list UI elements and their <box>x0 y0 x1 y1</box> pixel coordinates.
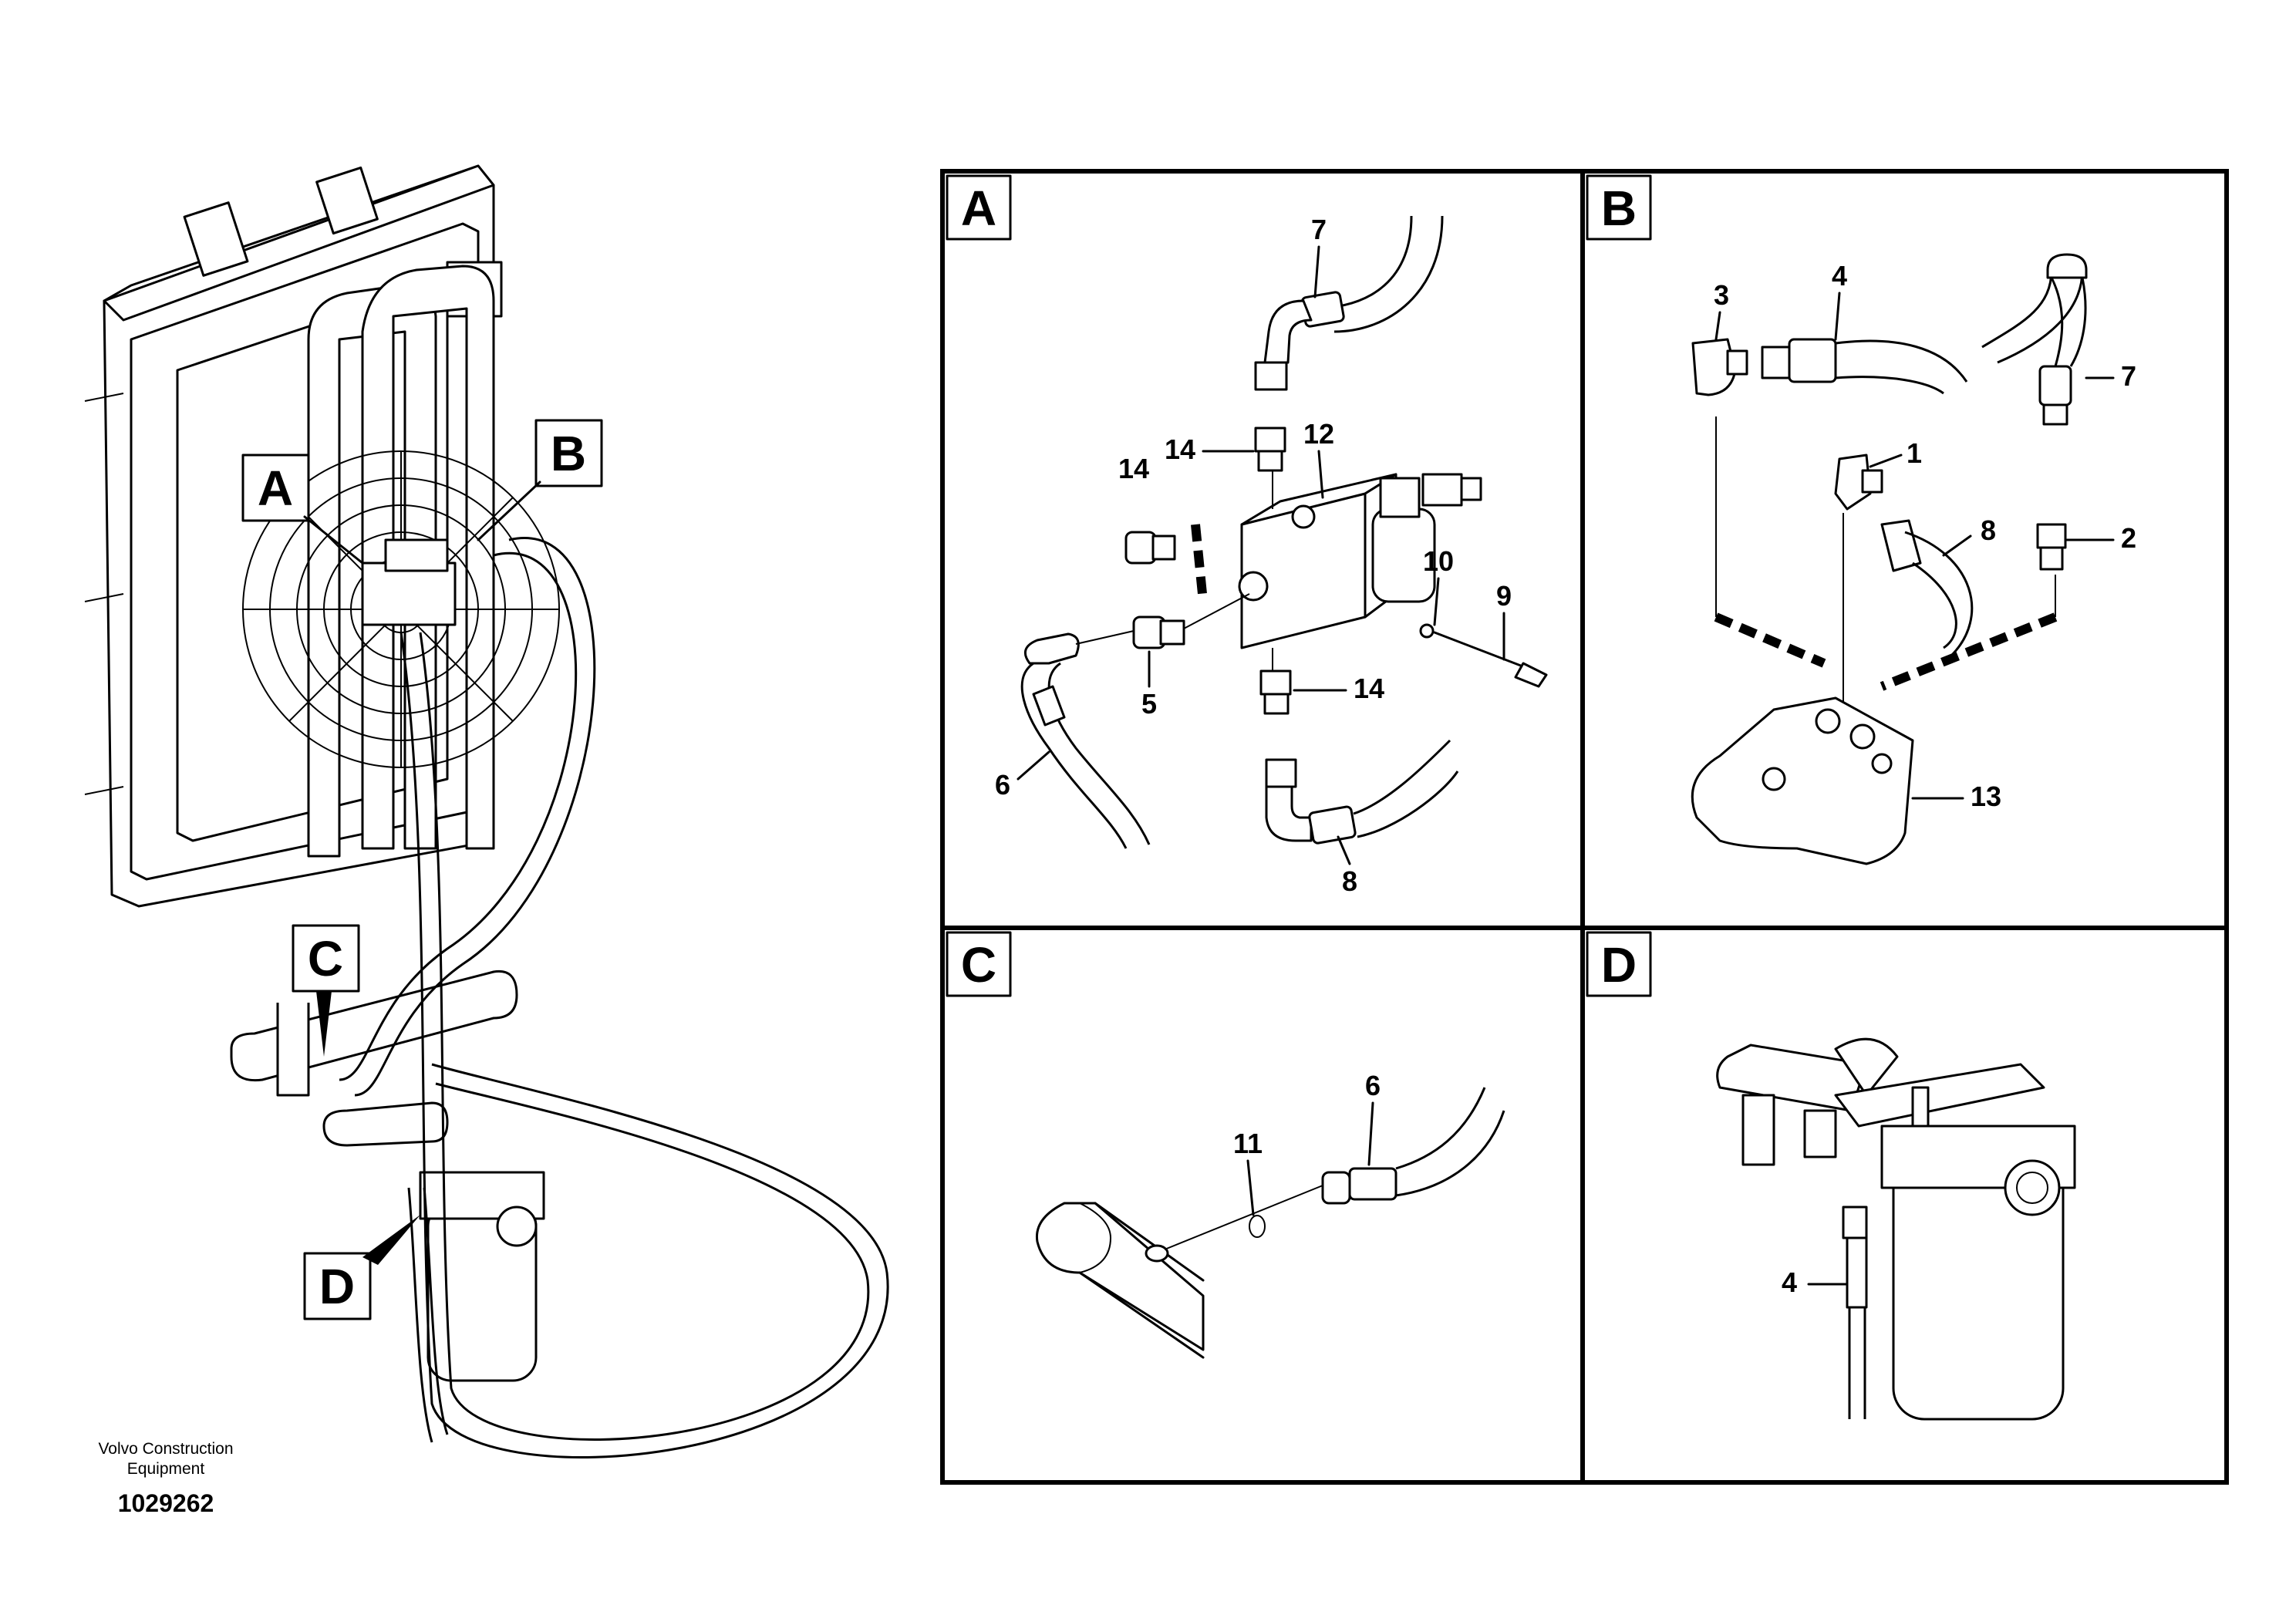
callout-c: C <box>292 924 360 1057</box>
panel-c-part-11: 11 <box>1233 1128 1263 1159</box>
panel-c-part-6: 6 <box>1365 1070 1381 1101</box>
panel-a-part-14-upper: 14 <box>1165 433 1195 465</box>
panel-a-part-5: 5 <box>1141 688 1157 720</box>
panel-d-label: D <box>1601 937 1637 993</box>
callout-d: D <box>303 1215 420 1320</box>
document-number: 1029262 <box>118 1489 214 1517</box>
panel-a-label: A <box>961 180 996 236</box>
manifold-13 <box>1691 696 1914 865</box>
panel-b: B <box>1586 174 2136 865</box>
callout-a-label: A <box>258 460 293 516</box>
panel-d-part-4: 4 <box>1782 1266 1797 1298</box>
panel-c: C 11 6 <box>946 931 1505 1359</box>
panel-b-part-7: 7 <box>2121 360 2136 392</box>
panel-a-part-14-left: 14 <box>1118 453 1149 484</box>
panel-c-label: C <box>961 937 996 993</box>
callout-c-label: C <box>308 931 343 986</box>
hose-b-to-c <box>339 551 578 1081</box>
panel-a-part-8: 8 <box>1342 865 1357 897</box>
callout-d-label: D <box>319 1259 355 1314</box>
panel-b-part-2: 2 <box>2121 522 2136 554</box>
company-name-line1: Volvo Construction <box>98 1440 233 1458</box>
cooler-pipe <box>1035 1202 1205 1351</box>
panel-b-label: B <box>1601 180 1637 236</box>
panel-b-part-8: 8 <box>1981 514 1996 546</box>
detail-panels-frame <box>940 169 2229 1485</box>
panel-a-part-10: 10 <box>1423 545 1454 577</box>
motor-valve-block <box>361 561 457 626</box>
panel-d: D 4 <box>1586 931 2076 1421</box>
panel-a-part-14-lower: 14 <box>1354 673 1384 704</box>
panel-b-part-1: 1 <box>1907 437 1922 469</box>
callout-a: A <box>241 454 364 565</box>
callout-b-label: B <box>551 426 586 481</box>
panel-b-part-13: 13 <box>1971 781 2001 812</box>
company-name-line2: Equipment <box>127 1460 205 1478</box>
panel-a-part-6: 6 <box>995 769 1010 801</box>
overview-drawing <box>84 164 889 1458</box>
panel-a: A <box>946 174 1548 897</box>
panel-a-part-12: 12 <box>1303 418 1334 450</box>
callout-b: B <box>477 419 603 541</box>
panel-b-part-3: 3 <box>1714 279 1729 311</box>
panel-a-part-9: 9 <box>1496 580 1512 612</box>
panel-b-part-4: 4 <box>1832 260 1847 292</box>
panel-a-part-7: 7 <box>1311 214 1327 245</box>
